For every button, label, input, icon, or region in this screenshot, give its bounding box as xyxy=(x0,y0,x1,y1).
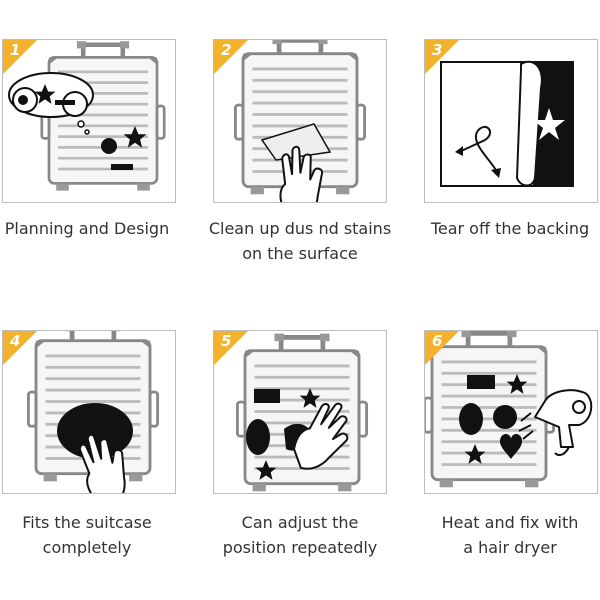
caption-line: Tear off the backing xyxy=(430,219,590,238)
suitcase-icon xyxy=(3,331,176,493)
step-5-caption: Can adjust the position repeatedly xyxy=(200,510,400,560)
step-badge xyxy=(425,331,459,365)
step-number: 6 xyxy=(432,332,443,350)
step-4-caption: Fits the suitcase completely xyxy=(0,510,187,560)
step-4-panel: 4 xyxy=(2,330,176,494)
step-badge xyxy=(3,40,37,74)
suitcase-icon xyxy=(214,40,387,202)
caption-line: completely xyxy=(42,538,132,557)
step-badge xyxy=(214,331,248,365)
step-badge xyxy=(425,40,459,74)
step-number: 1 xyxy=(10,41,21,59)
step-3-panel: 3 xyxy=(424,39,598,203)
step-badge xyxy=(214,40,248,74)
suitcase-icon xyxy=(425,331,593,494)
caption-line: position repeatedly xyxy=(222,538,378,557)
step-number: 3 xyxy=(432,41,443,59)
hair-dryer-icon xyxy=(518,389,593,456)
step-1-panel: 1 xyxy=(2,39,176,203)
step-2-caption: Clean up dus nd stains on the surface xyxy=(200,216,400,266)
step-badge xyxy=(3,331,37,365)
step-6-caption: Heat and fix with a hair dryer xyxy=(410,510,600,560)
step-1-caption: Planning and Design xyxy=(0,216,187,241)
step-number: 4 xyxy=(10,332,21,350)
caption-line: Planning and Design xyxy=(4,219,170,238)
caption-line: on the surface xyxy=(242,244,358,263)
suitcase-icon xyxy=(8,40,176,203)
caption-line: Heat and fix with xyxy=(441,513,579,532)
oval-sticker-icon xyxy=(57,403,133,459)
sticker-sheet-icon xyxy=(440,60,574,187)
caption-line: a hair dryer xyxy=(463,538,557,557)
step-5-panel: 5 xyxy=(213,330,387,494)
caption-line: Clean up dus nd stains xyxy=(208,219,392,238)
peel-arrow-icon xyxy=(458,126,498,173)
step-6-panel: 6 xyxy=(424,330,598,494)
step-number: 5 xyxy=(221,332,232,350)
heart-sticker-icon xyxy=(499,433,523,459)
step-2-panel: 2 xyxy=(213,39,387,203)
caption-line: Fits the suitcase xyxy=(22,513,152,532)
caption-line: Can adjust the xyxy=(241,513,359,532)
suitcase-icon xyxy=(214,331,387,494)
step-3-caption: Tear off the backing xyxy=(410,216,600,241)
step-number: 2 xyxy=(221,41,232,59)
